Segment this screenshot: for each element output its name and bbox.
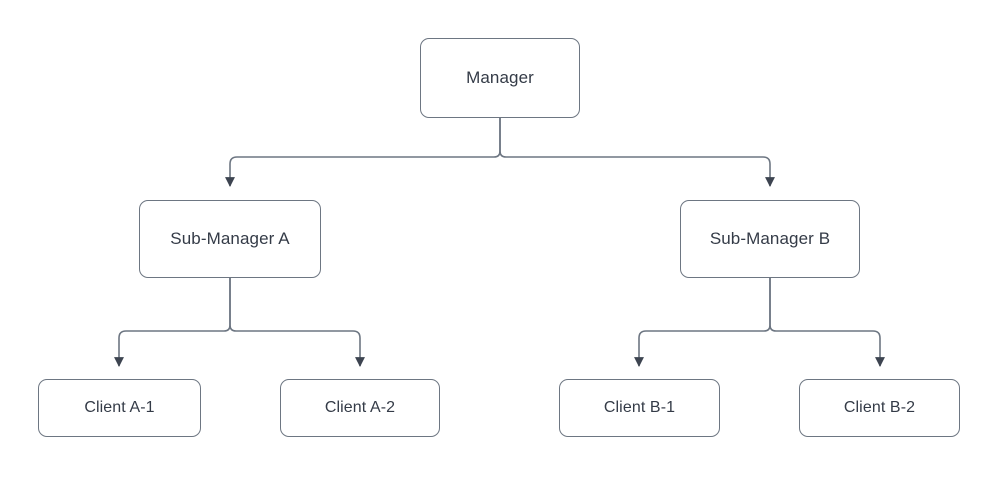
node-sub-manager-b[interactable]: Sub-Manager B xyxy=(680,200,860,278)
node-manager[interactable]: Manager xyxy=(420,38,580,118)
node-sub-manager-b-label: Sub-Manager B xyxy=(709,228,831,248)
edge-manager-to-sub-a xyxy=(225,118,501,187)
node-client-a2-label: Client A-2 xyxy=(324,399,396,417)
edge-sub-a-to-client-a2 xyxy=(229,278,365,367)
node-client-a1-label: Client A-1 xyxy=(84,399,155,417)
node-sub-manager-a-label: Sub-Manager A xyxy=(170,228,290,248)
node-client-b2-label: Client B-2 xyxy=(843,399,916,417)
edge-sub-a-to-client-a1 xyxy=(114,278,231,367)
node-client-a1[interactable]: Client A-1 xyxy=(38,379,201,437)
node-client-b2[interactable]: Client B-2 xyxy=(799,379,960,437)
node-sub-manager-a[interactable]: Sub-Manager A xyxy=(139,200,321,278)
node-client-b1-label: Client B-1 xyxy=(603,399,676,417)
edge-sub-b-to-client-b2 xyxy=(769,278,885,367)
node-manager-label: Manager xyxy=(466,67,534,87)
node-client-b1[interactable]: Client B-1 xyxy=(559,379,720,437)
node-client-a2[interactable]: Client A-2 xyxy=(280,379,440,437)
edge-sub-b-to-client-b1 xyxy=(634,278,771,367)
edge-manager-to-sub-b xyxy=(499,118,775,187)
